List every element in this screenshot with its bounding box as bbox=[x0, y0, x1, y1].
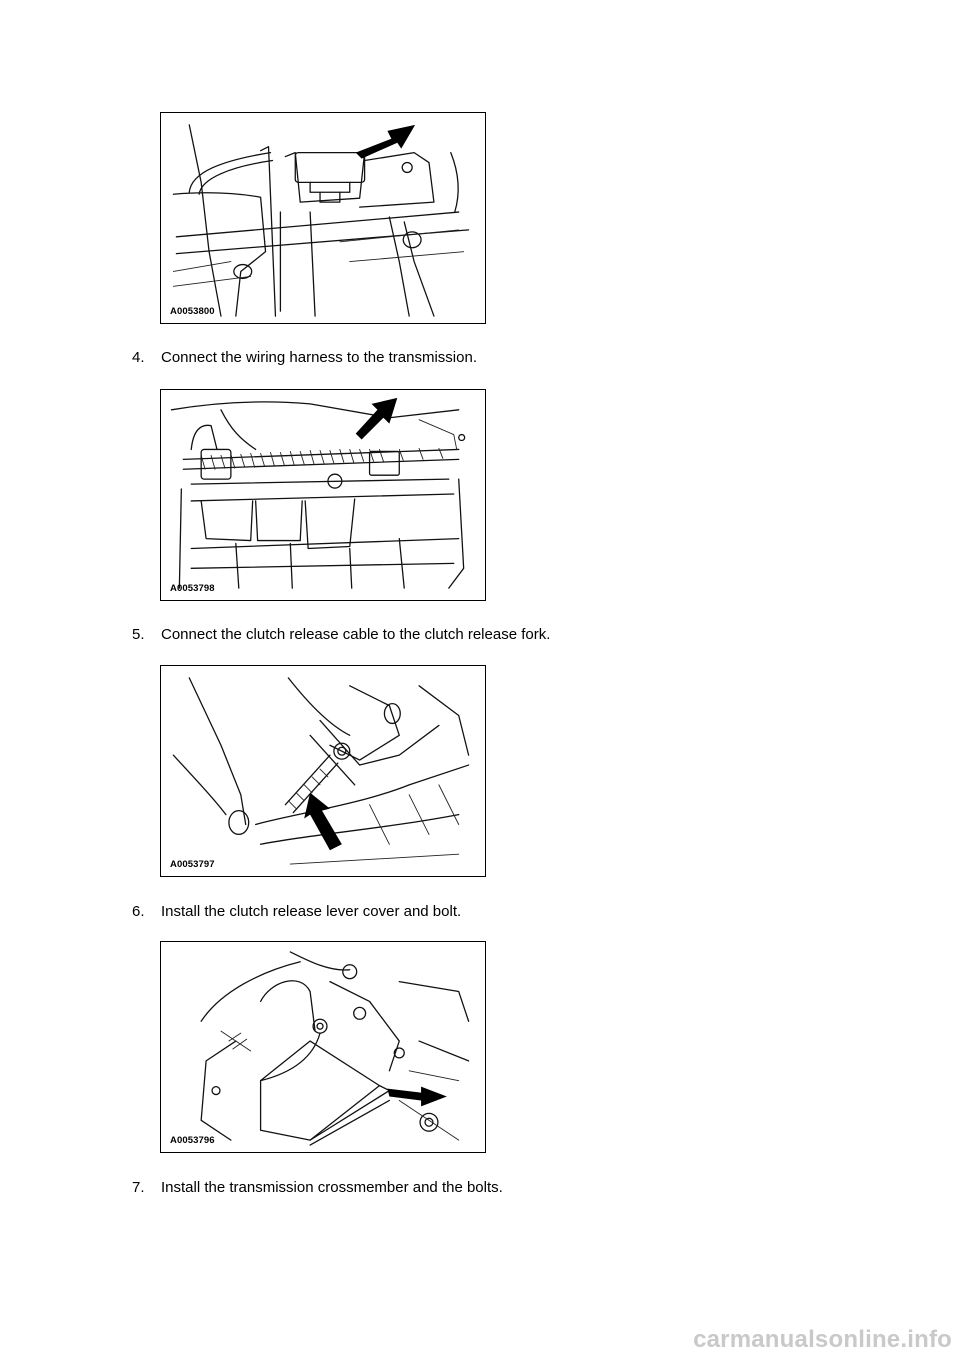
step-6: 6. Install the clutch release lever cover… bbox=[132, 903, 461, 921]
figure-id-label: A0053800 bbox=[170, 306, 215, 317]
watermark: carmanualsonline.info bbox=[693, 1326, 952, 1353]
step-number: 5. bbox=[132, 626, 145, 643]
figure-a0053796: A0053796 bbox=[160, 941, 486, 1153]
step-number: 4. bbox=[132, 349, 145, 366]
step-7: 7. Install the transmission crossmember a… bbox=[132, 1179, 503, 1197]
illustration-clutch-release-cable bbox=[172, 677, 470, 865]
figure-id-label: A0053796 bbox=[170, 1135, 215, 1146]
illustration-sensor-connector bbox=[172, 124, 470, 317]
step-4: 4. Connect the wiring harness to the tran… bbox=[132, 349, 477, 367]
step-text: Install the clutch release lever cover a… bbox=[161, 903, 462, 920]
illustration-clutch-release-lever-cover bbox=[200, 951, 470, 1146]
step-text: Connect the clutch release cable to the … bbox=[161, 626, 551, 643]
figure-id-label: A0053798 bbox=[170, 583, 215, 594]
figure-id-label: A0053797 bbox=[170, 859, 215, 870]
step-5: 5. Connect the clutch release cable to th… bbox=[132, 626, 550, 644]
figure-a0053798: A0053798 bbox=[160, 389, 486, 601]
step-text: Connect the wiring harness to the transm… bbox=[161, 349, 477, 366]
step-number: 6. bbox=[132, 903, 145, 920]
step-number: 7. bbox=[132, 1179, 145, 1196]
figure-a0053800: A0053800 bbox=[160, 112, 486, 324]
figure-a0053797: A0053797 bbox=[160, 665, 486, 877]
illustration-wiring-harness bbox=[170, 397, 466, 589]
step-text: Install the transmission crossmember and… bbox=[161, 1179, 503, 1196]
